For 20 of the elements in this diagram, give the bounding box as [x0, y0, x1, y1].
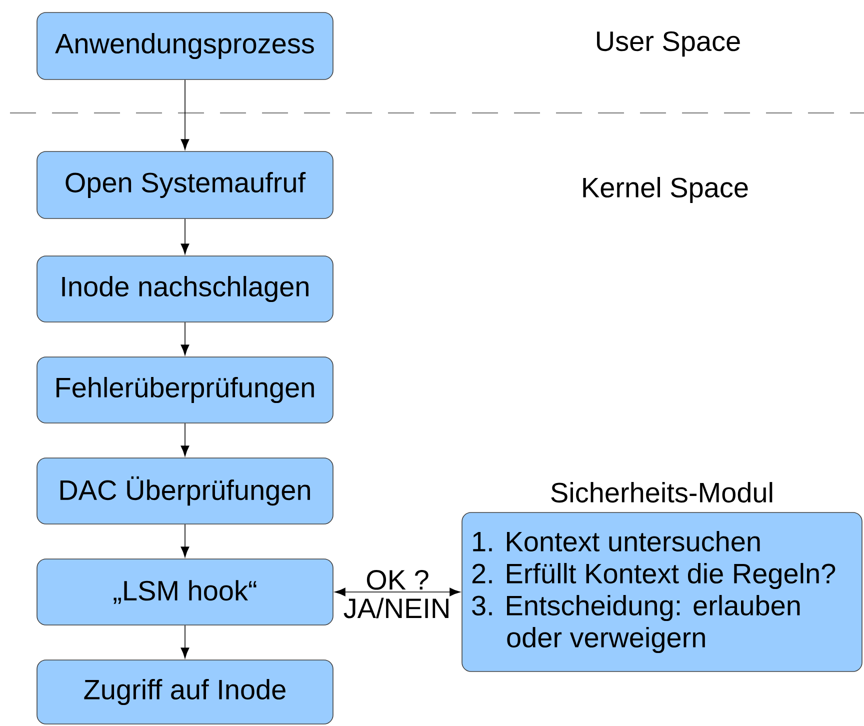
answer-label: JA/NEIN	[344, 598, 448, 618]
arrow	[180, 524, 190, 558]
edge-label: OK ?	[366, 570, 428, 590]
module-heading: Sicherheits-Modul	[551, 482, 772, 503]
arrow	[180, 625, 190, 658]
process-box: Fehlerüberprüfungen	[36, 356, 334, 424]
region-label: Kernel Space	[583, 176, 748, 204]
arrow	[180, 218, 190, 254]
process-box: Open Systemaufruf	[36, 151, 334, 219]
process-box: Anwendungsprozess	[36, 12, 334, 80]
arrow	[180, 423, 190, 456]
process-box: „LSM hook“	[36, 558, 334, 626]
arrow	[334, 588, 460, 596]
process-box: Inode nachschlagen	[36, 256, 334, 322]
region-label: User Space	[597, 31, 740, 57]
process-box: DAC Überprüfungen	[36, 458, 334, 524]
process-box: Zugriff auf Inode	[36, 660, 334, 724]
module-box: 1. Kontext untersuchen 2. Erfüllt Kontext die Regeln? 3. Entscheidung: erlauben oder verweigern	[462, 512, 862, 672]
arrow	[180, 80, 190, 150]
arrow	[180, 322, 190, 356]
